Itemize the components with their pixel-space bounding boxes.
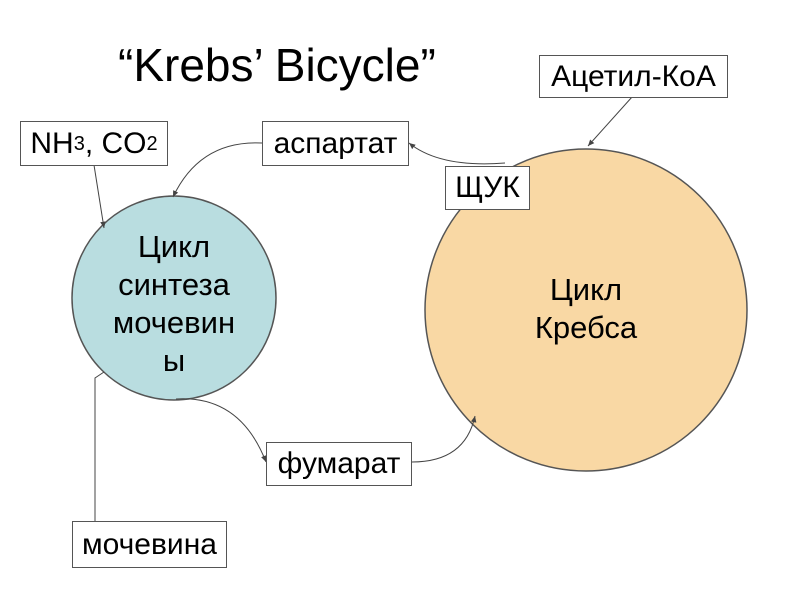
urea-cycle-label-line: ы [162,343,186,378]
oxaloacetate-box: ЩУК [445,166,530,210]
krebs-cycle-circle [424,148,748,472]
urea-cycle-to-urea-arrow [72,371,105,548]
co2-text: , CO [84,126,147,160]
urea-cycle-label-line: синтеза [118,267,230,302]
aspartate-to-urea-cycle-arrow [172,142,263,198]
krebs-cycle-label-line: Цикл [549,272,623,307]
krebs-cycle-label-line: Кребса [534,310,638,345]
nh3-co2-arrow [93,164,106,229]
urea-box: мочевина [72,521,227,568]
urea-cycle-to-fumarate-arrow [175,398,267,463]
urea-cycle-label-line: Цикл [137,229,211,264]
aspartate-box: аспартат [262,121,409,166]
fumarate-box: фумарат [266,442,412,486]
acetyl-coa-box: Ацетил-КоА [539,55,728,98]
acetyl-coa-arrow [587,96,633,147]
nh3-text: NH [30,126,74,160]
oaa-to-aspartate-arrow [408,142,506,165]
krebs-cycle-label: Цикл Кребса [506,271,666,347]
fumarate-to-krebs-arrow [411,415,477,463]
diagram-title: “Krebs’ Bicycle” [118,39,436,91]
urea-cycle-label: Цикл синтеза мочевин ы [104,228,244,380]
urea-cycle-label-line: мочевин [112,305,236,340]
